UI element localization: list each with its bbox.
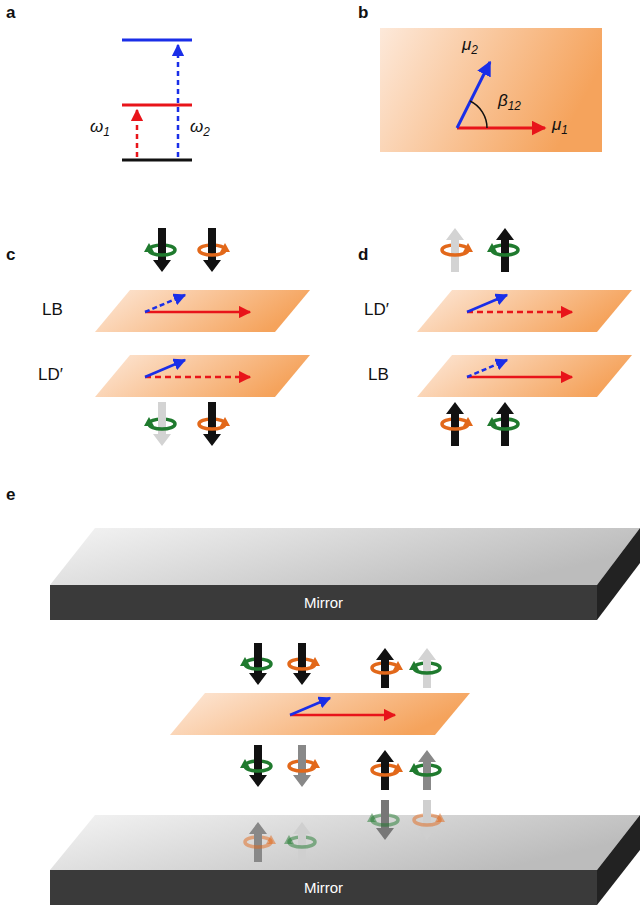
light-beam [240,643,271,685]
sample-planes [95,290,632,735]
panel-letter: e [6,486,15,505]
mirror-label: Mirror [304,594,343,611]
light-beam [372,648,403,688]
light-beam [487,228,518,272]
panel-letter: b [358,4,368,23]
layer-label: LB [368,366,389,385]
light-beam [414,800,445,840]
sample-plane [417,355,632,397]
sample-plane [95,290,310,332]
light-beam [442,228,473,272]
light-beam [284,822,315,862]
light-beams [144,228,518,862]
energy-levels [122,40,192,160]
mirror-face: Mirror [50,870,597,905]
symbol-label: β12 [498,92,521,113]
dipole-plane [380,28,602,152]
layer-label: LB [42,301,63,320]
light-beam [144,402,175,446]
light-beam [409,648,440,688]
panel-letter: a [6,4,15,23]
panel-letter: d [358,246,368,265]
light-beam [144,228,175,272]
light-beam [240,745,271,787]
panel-letter: c [6,246,15,265]
sample-plane [170,693,470,735]
light-beam [367,800,398,840]
layer-label: LD′ [38,366,63,385]
light-beam [289,643,320,685]
symbol-label: ω1 [90,118,110,139]
mirror-label: Mirror [304,879,343,896]
light-beam [245,822,276,862]
symbol-label: μ1 [552,116,568,137]
sample-plane [417,290,632,332]
mirror-face: Mirror [50,585,597,620]
mirror-slabs [50,528,640,905]
symbol-label: ω2 [190,118,210,139]
light-beam [372,750,403,790]
layer-label: LD′ [364,301,389,320]
light-beam [199,402,230,446]
light-beam [487,402,518,446]
light-beam [289,745,320,787]
sample-plane [95,355,310,397]
light-beam [442,402,473,446]
symbol-label: μ2 [462,36,478,57]
light-beam [409,750,440,790]
light-beam [199,228,230,272]
